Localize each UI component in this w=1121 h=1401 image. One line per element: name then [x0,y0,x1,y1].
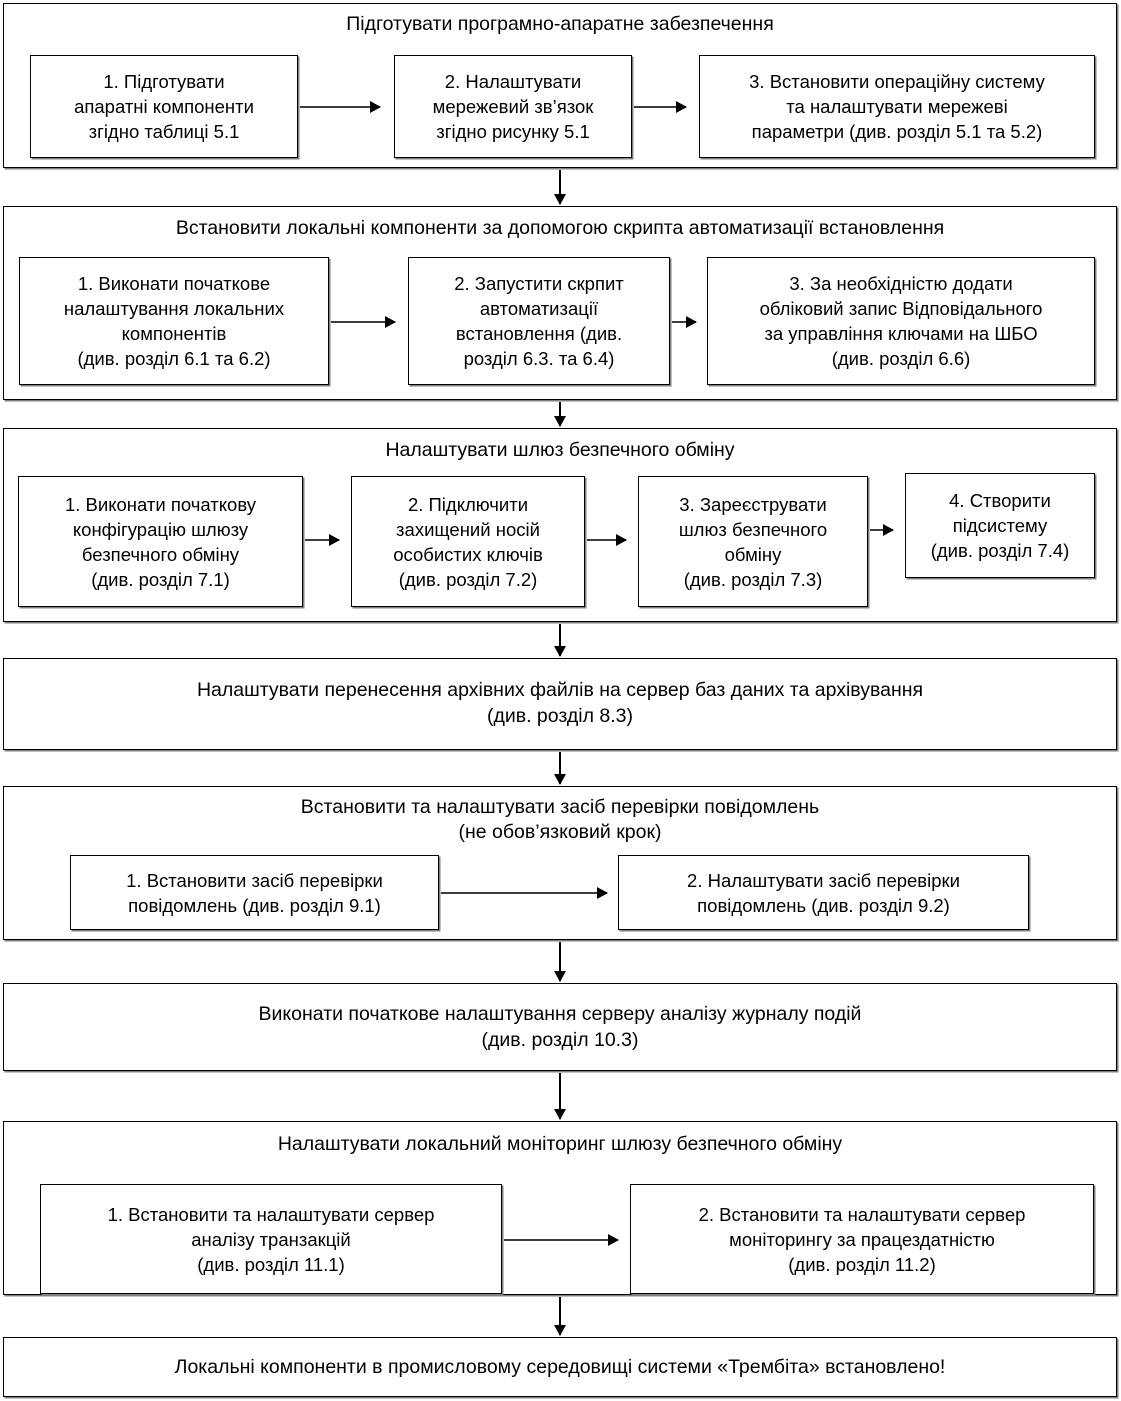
step-connector-arrow [331,321,395,323]
section-heading: Налаштувати перенесення архівних файлів … [196,679,924,727]
step-box[interactable]: 3. За необхідністю додати обліковий запи… [707,257,1095,385]
step-label: 4. Створити підсистему (див. розділ 7.4) [930,490,1070,561]
step-label: 1. Виконати початкове налаштування локал… [63,273,285,369]
step-box[interactable]: 1. Встановити засіб перевірки повідомлен… [70,855,439,930]
section-heading: Локальні компоненти в промисловому серед… [174,1356,946,1378]
step-connector-arrow [634,106,686,108]
step-box[interactable]: 1. Встановити та налаштувати сервер анал… [40,1184,502,1294]
step-box[interactable]: 1. Виконати початкове налаштування локал… [19,257,329,385]
section-connector-arrow [559,1297,561,1335]
section-local-monitoring: Налаштувати локальний моніторинг шлюзу б… [3,1121,1117,1295]
section-heading: Підготувати програмно-апаратне забезпече… [346,13,774,35]
step-box[interactable]: 3. Зареєструвати шлюз безпечного обміну … [638,476,868,607]
step-connector-arrow [305,539,339,541]
section-heading: Виконати початкове налаштування серверу … [258,1003,862,1051]
step-connector-arrow [587,539,626,541]
step-label: 2. Підключити захищений носій особистих … [393,493,543,590]
section-message-check-tool: Встановити та налаштувати засіб перевірк… [3,786,1117,940]
section-connector-arrow [559,402,561,426]
step-label: 2. Запустити скрпит автоматизації встано… [454,273,624,369]
step-label: 3. Встановити операційну систему та нала… [749,71,1045,142]
step-label: 2. Встановити та налаштувати сервер моні… [698,1203,1026,1275]
section-archive-transfer: Налаштувати перенесення архівних файлів … [3,658,1117,750]
step-connector-arrow [870,529,893,531]
section-connector-arrow [559,170,561,204]
section-heading: Встановити та налаштувати засіб перевірк… [300,796,820,843]
step-connector-arrow [441,892,607,894]
step-box[interactable]: 3. Встановити операційну систему та нала… [699,55,1095,158]
section-heading: Налаштувати шлюз безпечного обміну [385,439,735,461]
step-label: 3. За необхідністю додати обліковий запи… [759,273,1043,369]
step-connector-arrow [300,106,380,108]
step-box[interactable]: 2. Встановити та налаштувати сервер моні… [630,1184,1094,1294]
step-label: 2. Налаштувати засіб перевірки повідомле… [687,869,960,916]
step-connector-arrow [672,321,696,323]
section-configure-gateway: Налаштувати шлюз безпечного обміну 1. Ви… [3,428,1117,622]
step-box[interactable]: 4. Створити підсистему (див. розділ 7.4) [905,473,1095,578]
section-heading: Налаштувати локальний моніторинг шлюзу б… [277,1133,843,1155]
step-label: 3. Зареєструвати шлюз безпечного обміну … [678,493,828,590]
step-box[interactable]: 1. Підготувати апаратні компоненти згідн… [30,55,298,158]
section-event-log-server: Виконати початкове налаштування серверу … [3,983,1117,1071]
section-heading: Встановити локальні компоненти за допомо… [175,217,945,239]
step-box[interactable]: 1. Виконати початкову конфігурацію шлюзу… [18,476,303,607]
section-connector-arrow [559,624,561,656]
section-install-local-components: Встановити локальні компоненти за допомо… [3,206,1117,400]
step-box[interactable]: 2. Налаштувати засіб перевірки повідомле… [618,855,1029,930]
step-label: 1. Встановити засіб перевірки повідомлен… [126,869,383,916]
section-prepare-hardware: Підготувати програмно-апаратне забезпече… [3,3,1117,168]
section-completion-banner: Локальні компоненти в промисловому серед… [3,1337,1117,1397]
section-connector-arrow [559,1073,561,1119]
step-box[interactable]: 2. Запустити скрпит автоматизації встано… [408,257,670,385]
step-label: 1. Встановити та налаштувати сервер анал… [107,1203,435,1275]
step-box[interactable]: 2. Підключити захищений носій особистих … [351,476,585,607]
section-connector-arrow [559,752,561,784]
step-label: 1. Підготувати апаратні компоненти згідн… [74,71,254,142]
step-label: 1. Виконати початкову конфігурацію шлюзу… [64,493,257,590]
step-connector-arrow [504,1239,618,1241]
step-label: 2. Налаштувати мережевий зв’язок згідно … [432,71,594,142]
step-box[interactable]: 2. Налаштувати мережевий зв’язок згідно … [394,55,632,158]
section-connector-arrow [559,942,561,981]
